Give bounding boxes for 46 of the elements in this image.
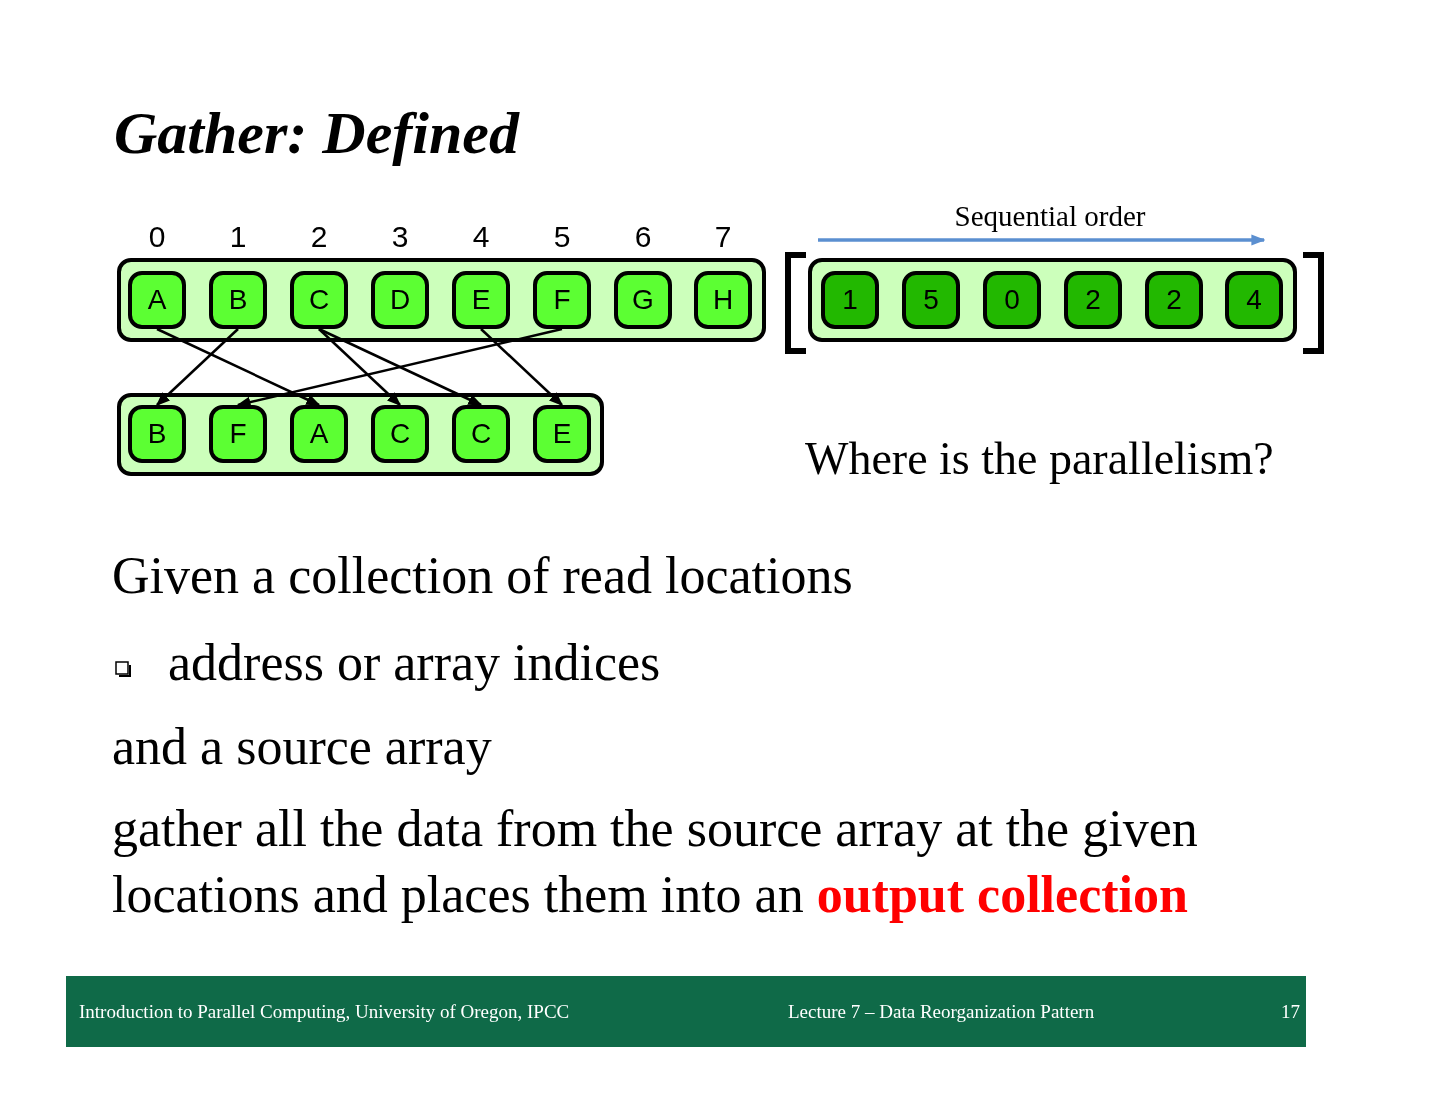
array-cell: 4 xyxy=(1225,271,1283,329)
array-container xyxy=(117,258,766,342)
slide-title: Gather: Defined xyxy=(114,100,519,166)
question-text: Where is the parallelism? xyxy=(805,432,1274,486)
footer-text: Lecture 7 – Data Reorganization Pattern xyxy=(788,1000,1095,1024)
array-cell: A xyxy=(290,405,348,463)
body-text: gather all the data from the source array at the given locations and places them into an output collection xyxy=(112,799,1199,926)
arrow xyxy=(156,327,321,407)
array-cell: H xyxy=(694,271,752,329)
index-number: 6 xyxy=(633,219,653,255)
arrow xyxy=(318,327,483,407)
array-cell: C xyxy=(452,405,510,463)
footer-text: Introduction to Parallel Computing, University of Oregon, IPCC xyxy=(79,1000,570,1024)
arrow xyxy=(318,328,401,406)
array-cell: 2 xyxy=(1145,271,1203,329)
page-number: 17 xyxy=(1280,1000,1300,1024)
array-cell: C xyxy=(371,405,429,463)
index-number: 4 xyxy=(471,219,491,255)
array-cell: F xyxy=(533,271,591,329)
index-number: 2 xyxy=(309,219,329,255)
array-cell: C xyxy=(290,271,348,329)
array-cell: B xyxy=(128,405,186,463)
body-text: Given a collection of read locations xyxy=(112,546,853,606)
array-cell: 2 xyxy=(1064,271,1122,329)
array-cell: E xyxy=(452,271,510,329)
index-number: 7 xyxy=(713,219,733,255)
array-cell: 1 xyxy=(821,271,879,329)
array-cell: E xyxy=(533,405,591,463)
index-number: 3 xyxy=(390,219,410,255)
body-text: and a source array xyxy=(112,717,492,777)
array-cell: A xyxy=(128,271,186,329)
array-cell: G xyxy=(614,271,672,329)
array-cell: B xyxy=(209,271,267,329)
index-number: 5 xyxy=(552,219,572,255)
arrow-label: Sequential order xyxy=(953,199,1147,234)
array-cell: D xyxy=(371,271,429,329)
array-cell: F xyxy=(209,405,267,463)
bullet-text: address or array indices xyxy=(168,633,661,693)
arrow xyxy=(236,327,563,408)
array-cell: 0 xyxy=(983,271,1041,329)
array-container xyxy=(117,393,604,476)
index-number: 0 xyxy=(147,219,167,255)
arrow xyxy=(480,328,563,406)
index-number: 1 xyxy=(228,219,248,255)
array-container xyxy=(808,258,1297,342)
array-cell: 5 xyxy=(902,271,960,329)
